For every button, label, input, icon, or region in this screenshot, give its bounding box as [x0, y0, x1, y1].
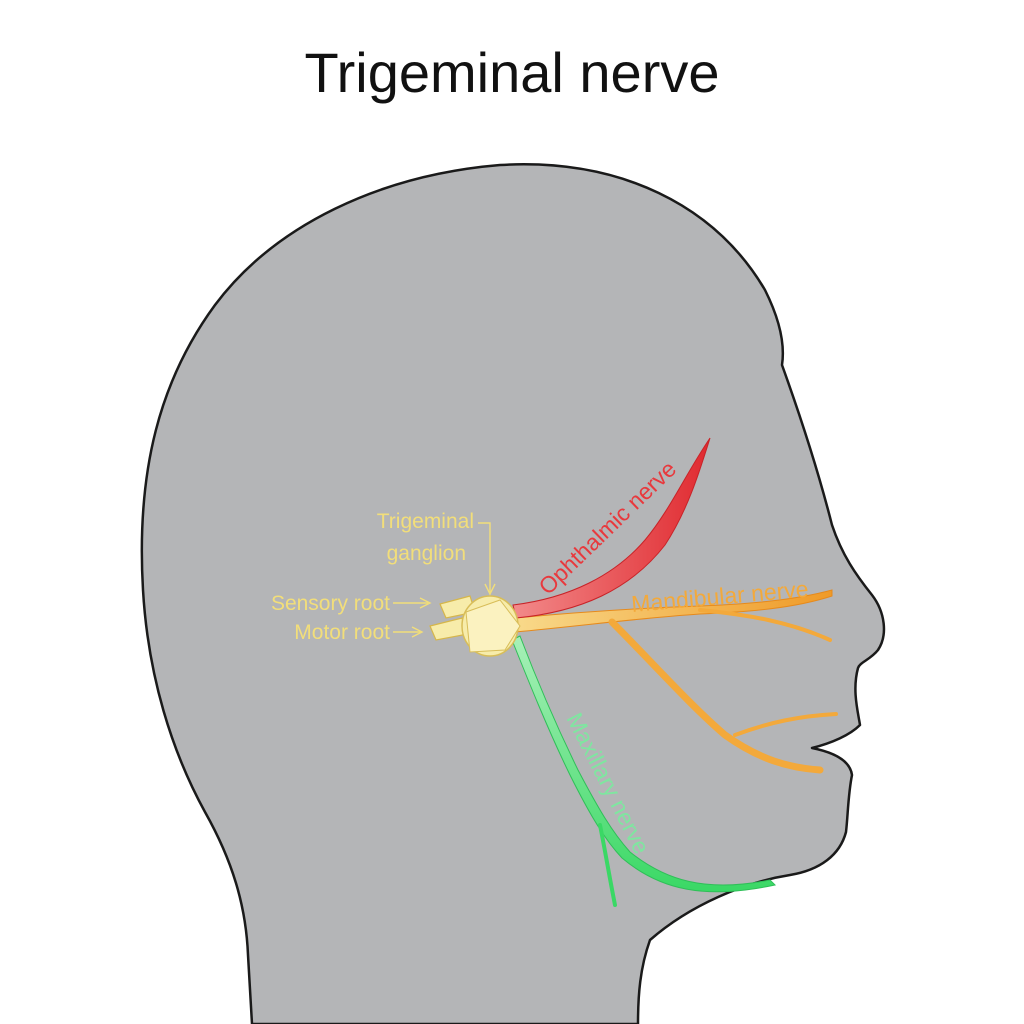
ophthalmic-nerve: [512, 437, 711, 619]
trigeminal-ganglion: [461, 595, 521, 657]
arrow-ganglion: [484, 583, 496, 596]
arrow-sensory-root: [419, 597, 432, 609]
label-trigeminal-ganglion-2: ganglion: [387, 542, 466, 565]
leader-ganglion: [478, 522, 491, 592]
head-silhouette: [140, 163, 886, 1024]
page-title: Trigeminal nerve: [304, 41, 720, 104]
mandibular-nerve: [514, 589, 838, 774]
arrow-motor-root: [411, 626, 424, 638]
label-sensory-root: Sensory root: [271, 592, 390, 615]
label-motor-root: Motor root: [294, 621, 390, 644]
label-trigeminal-ganglion-1: Trigeminal: [377, 510, 474, 533]
maxillary-nerve: [511, 635, 777, 907]
